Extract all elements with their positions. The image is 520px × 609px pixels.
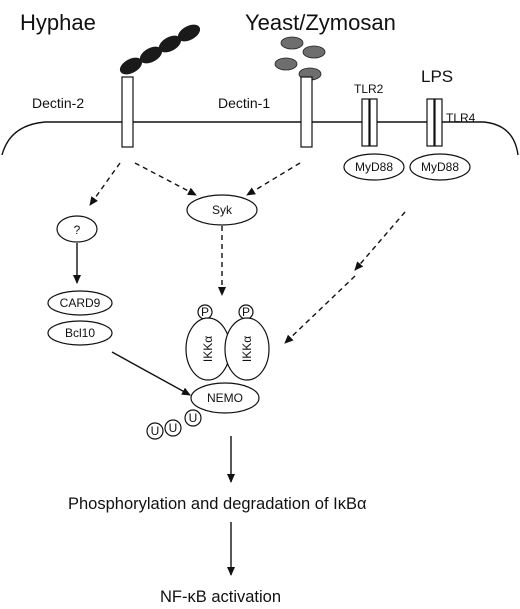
card9-node: [47, 290, 113, 316]
nemo-label: NEMO: [207, 391, 243, 405]
hyphae-particles: [119, 24, 201, 75]
ikk-complex: [146, 304, 270, 440]
hyphae-label: Hyphae: [20, 10, 96, 35]
arrow-dectin2-to-syk: [134, 162, 197, 196]
phosphorylation-text: Phosphorylation and degradation of IκBα: [68, 495, 367, 513]
syk-label: Syk: [212, 203, 233, 217]
ubiquitin-label-2: U: [169, 421, 178, 435]
syk-node: [186, 194, 258, 226]
myd88-node-tlr4: [409, 153, 471, 181]
nfkb-activation-text: NF-κB activation: [160, 588, 281, 606]
dectin-1-receptor: [300, 76, 313, 148]
arrow-myd88-to-syk-region: [354, 211, 406, 271]
bcl10-label: Bcl10: [65, 326, 95, 340]
yeast-particles: [274, 36, 326, 81]
myd88-label-tlr2: MyD88: [355, 160, 393, 174]
tlr2-label: TLR2: [354, 82, 384, 96]
dectin-2-label: Dectin-2: [32, 95, 84, 111]
phospho-label-1: P: [201, 305, 209, 319]
ubiquitin-label-1: U: [151, 424, 160, 438]
arrow-tlr-to-ikk: [284, 275, 356, 344]
yeast-zymosan-label: Yeast/Zymosan: [245, 10, 396, 35]
dectin-1-label: Dectin-1: [218, 95, 270, 111]
card9-label: CARD9: [60, 296, 101, 310]
bcl10-node: [47, 320, 113, 346]
lps-label: LPS: [421, 67, 453, 86]
arrow-dectin2-to-question: [89, 162, 121, 206]
arrow-bcl10-to-nemo: [111, 351, 191, 396]
ikk-alpha-label-1: IKKα: [201, 336, 215, 362]
cell-membrane: [1, 121, 519, 156]
unknown-label: ?: [74, 223, 81, 237]
dectin-2-receptor: [121, 76, 134, 148]
ubiquitin-label-3: U: [189, 411, 198, 425]
tlr4-receptor: [426, 98, 443, 147]
ikk-alpha-label-2: IKKα: [240, 336, 254, 362]
myd88-node-tlr2: [343, 153, 405, 181]
tlr2-receptor: [361, 98, 378, 147]
arrow-dectin1-to-syk: [246, 162, 301, 196]
unknown-node: [56, 215, 98, 243]
myd88-label-tlr4: MyD88: [421, 160, 459, 174]
phospho-label-2: P: [242, 305, 250, 319]
tlr4-label: TLR4: [446, 111, 476, 125]
